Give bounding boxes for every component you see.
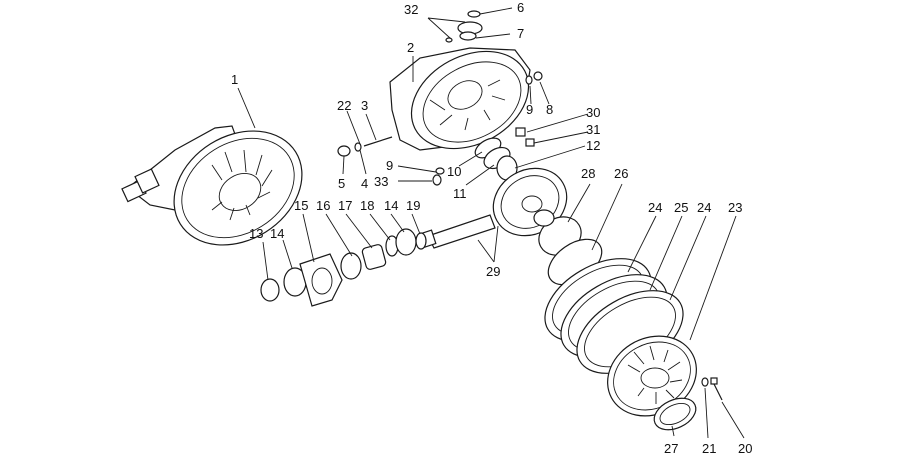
callout-10: 10 [447, 164, 461, 179]
callout-33: 33 [374, 174, 388, 189]
callout-14-left: 14 [270, 226, 284, 241]
callout-6: 6 [517, 0, 524, 15]
callout-28: 28 [581, 166, 595, 181]
callout-32: 32 [404, 2, 418, 17]
part-2-main-housing [389, 21, 531, 151]
callout-24-right: 24 [697, 200, 711, 215]
callout-26: 26 [614, 166, 628, 181]
callout-24-left: 24 [648, 200, 662, 215]
callout-15: 15 [294, 198, 308, 213]
callout-31: 31 [586, 122, 600, 137]
callout-3: 3 [361, 98, 368, 113]
callout-18: 18 [360, 198, 374, 213]
leader-lines [237, 7, 745, 439]
parts-bolts-30-31 [515, 127, 535, 147]
callout-13: 13 [249, 226, 263, 241]
callout-30: 30 [586, 105, 600, 120]
callout-25: 25 [674, 200, 688, 215]
parts-studs-3-4-5-22 [337, 136, 393, 157]
callout-29: 29 [486, 264, 500, 279]
parts-seals-10-11-12 [432, 137, 518, 186]
callout-4: 4 [361, 176, 368, 191]
callout-labels: 1 2 3 4 5 6 7 8 9 9 10 11 12 13 14 14 15… [231, 0, 752, 456]
callout-1: 1 [231, 72, 238, 87]
callout-9-upper: 9 [526, 102, 533, 117]
callout-17: 17 [338, 198, 352, 213]
parts-top-fasteners [445, 10, 543, 85]
callout-5: 5 [338, 176, 345, 191]
callout-21: 21 [702, 441, 716, 456]
parts-shaft-stack-13-19 [260, 228, 427, 307]
callout-7: 7 [517, 26, 524, 41]
callout-27: 27 [664, 441, 678, 456]
callout-23: 23 [728, 200, 742, 215]
callout-20: 20 [738, 441, 752, 456]
callout-14-right: 14 [384, 198, 398, 213]
callout-16: 16 [316, 198, 330, 213]
callout-11: 11 [453, 186, 467, 201]
callout-12: 12 [586, 138, 600, 153]
callout-19: 19 [406, 198, 420, 213]
parts-20-21-27 [653, 377, 723, 431]
callout-22: 22 [337, 98, 351, 113]
callout-8: 8 [546, 102, 553, 117]
callout-2: 2 [407, 40, 414, 55]
part-1-left-housing [121, 125, 303, 246]
callout-9-lower: 9 [386, 158, 393, 173]
